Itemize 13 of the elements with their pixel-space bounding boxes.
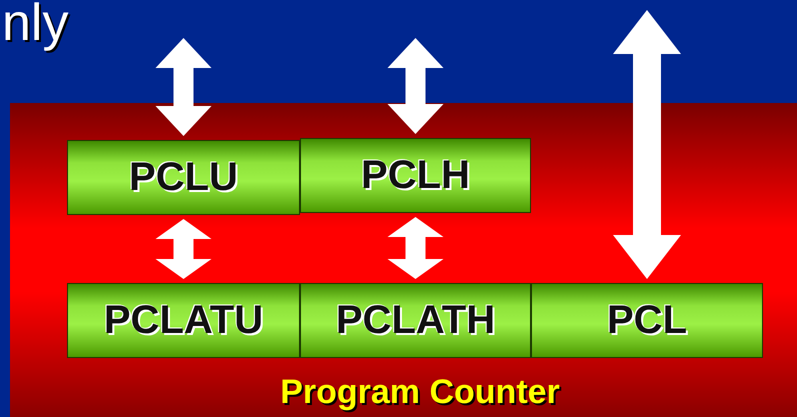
register-box: PCLH xyxy=(300,138,531,213)
register-box: PCLATH xyxy=(300,283,531,358)
register-box: PCLU xyxy=(67,140,300,215)
heading-text: nly xyxy=(2,0,68,54)
register-box: PCLATU xyxy=(67,283,300,358)
double-arrow xyxy=(156,38,212,136)
double-arrow xyxy=(156,219,212,279)
double-arrow xyxy=(388,38,444,134)
double-arrow xyxy=(613,10,681,279)
register-box: PCL xyxy=(531,283,763,358)
double-arrow xyxy=(388,217,444,279)
register-panel xyxy=(10,103,797,417)
panel-title: Program Counter xyxy=(280,373,560,412)
